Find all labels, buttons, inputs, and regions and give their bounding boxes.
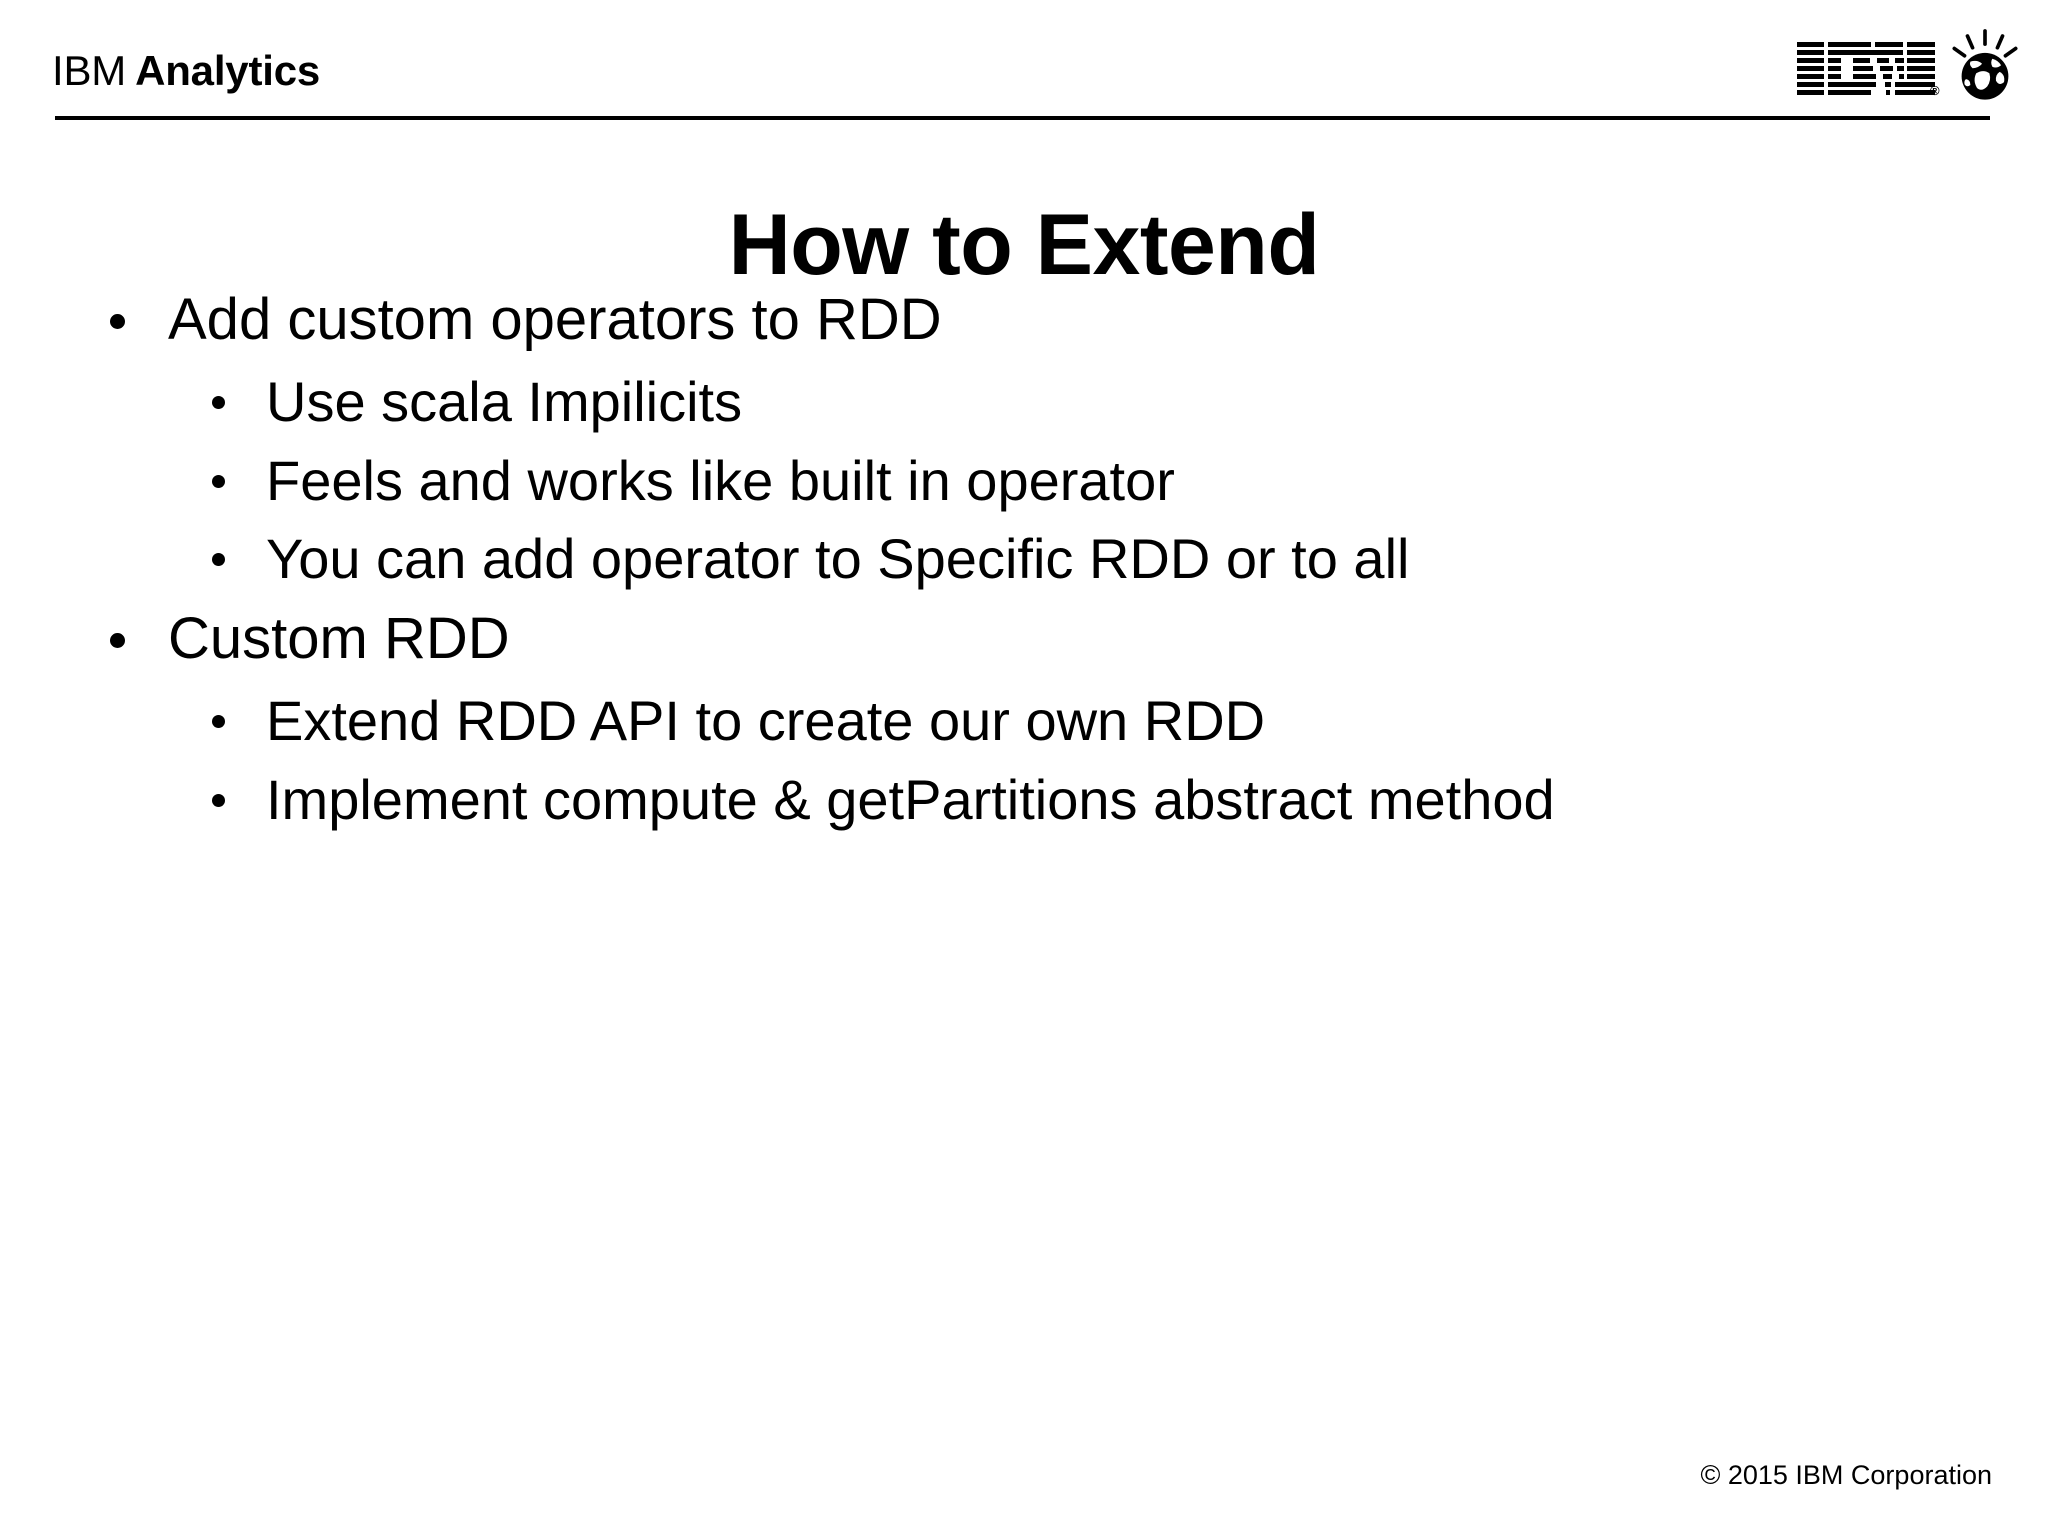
list-item: Extend RDD API to create our own RDD — [200, 689, 1966, 753]
list-item-label: You can add operator to Specific RDD or … — [266, 527, 1410, 591]
list-item: You can add operator to Specific RDD or … — [200, 528, 1966, 591]
header-brand-ibm: IBM — [52, 47, 127, 94]
header-divider-rule — [55, 116, 1990, 120]
registered-trademark-mark: ® — [1930, 83, 1940, 98]
smarter-planet-globe-icon — [1948, 28, 2022, 104]
header-brand-analytics: Analytics — [135, 47, 321, 94]
page-title: How to Extend — [728, 196, 1320, 293]
list-item-label: Extend RDD API to create our own RDD — [266, 689, 1266, 753]
list-item: Add custom operators to RDD — [96, 287, 1966, 353]
list-item-label: Custom RDD — [168, 606, 510, 672]
list-item-label: Implement compute & getPartitions abstra… — [266, 767, 1555, 831]
ibm-logo-icon — [1797, 42, 1935, 98]
list-item: Implement compute & getPartitions abstra… — [200, 767, 1966, 832]
footer-copyright: © 2015 IBM Corporation — [1700, 1460, 1992, 1490]
list-item: Use scala Impilicits — [200, 369, 1966, 434]
list-item-label: Add custom operators to RDD — [168, 287, 942, 352]
bullet-list: Add custom operators to RDD Use scala Im… — [96, 287, 1966, 848]
list-item-label: Feels and works like built in operator — [266, 448, 1175, 512]
list-item: Feels and works like built in operator — [200, 448, 1966, 513]
list-item-label: Use scala Impilicits — [266, 369, 743, 433]
list-item: Custom RDD — [96, 606, 1966, 672]
